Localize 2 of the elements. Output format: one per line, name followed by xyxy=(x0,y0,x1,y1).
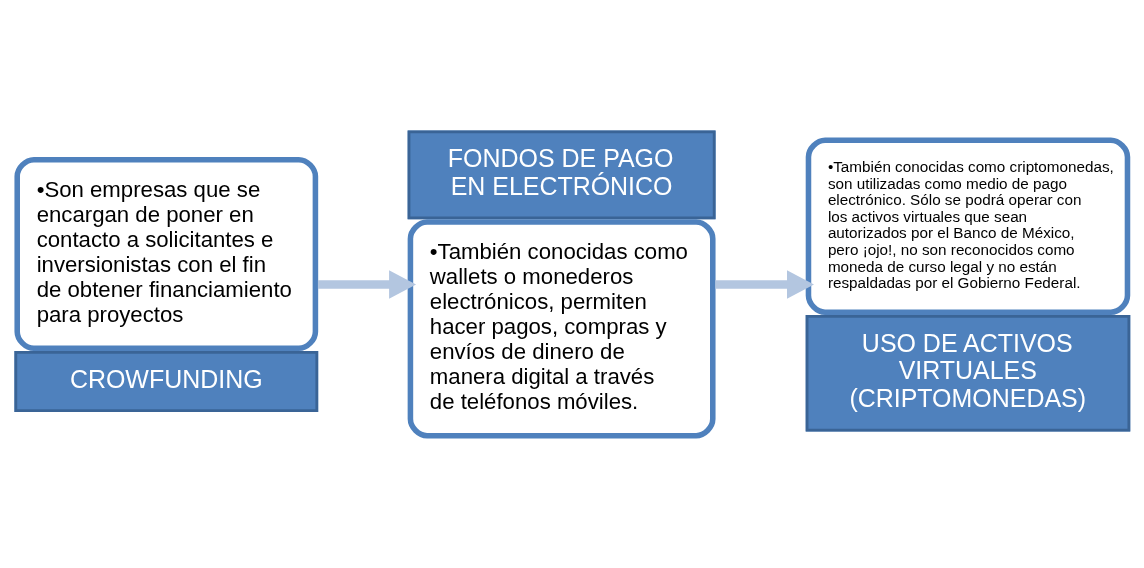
arrow xyxy=(715,269,814,299)
arrow xyxy=(317,269,417,299)
